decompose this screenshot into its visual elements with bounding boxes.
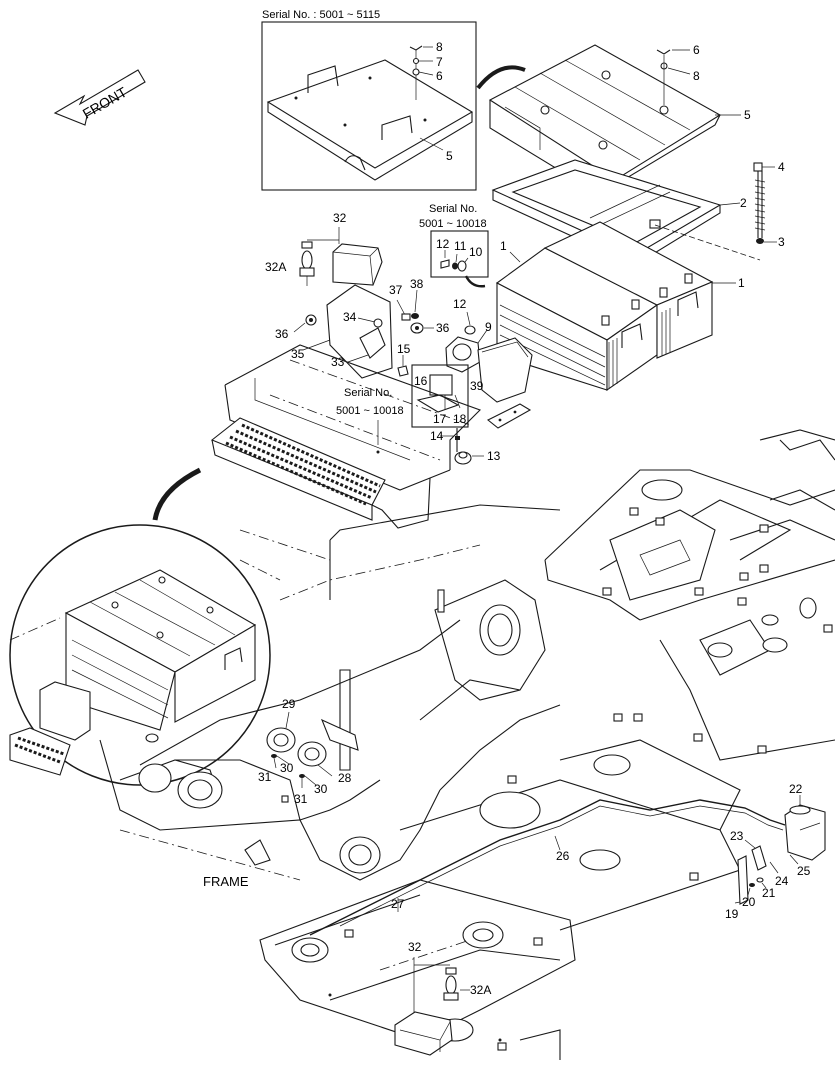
callout-26: 26 <box>556 849 570 863</box>
battery-cover: 6 8 5 <box>488 43 751 196</box>
callout-29: 29 <box>282 697 296 711</box>
callout-2: 2 <box>740 196 747 210</box>
callout-27: 27 <box>391 897 405 911</box>
callout-35: 35 <box>291 347 305 361</box>
callout-12a: 12 <box>436 237 450 251</box>
serial-top-text: Serial No. : 5001 ~ 5115 <box>262 9 380 21</box>
callout-8a: 8 <box>436 40 443 54</box>
callout-1b: 1 <box>738 276 745 290</box>
callout-33: 33 <box>331 355 345 369</box>
horn-assembly: 29 28 31 30 31 30 <box>258 697 359 806</box>
callout-31b: 31 <box>294 792 308 806</box>
callout-28: 28 <box>338 771 352 785</box>
callout-30a: 30 <box>280 761 294 775</box>
callout-22: 22 <box>789 782 803 796</box>
detail-circle <box>9 524 281 786</box>
callout-32A-b: 32A <box>470 983 491 997</box>
lamp-bracket-assembly: 32 32A 36 35 34 33 37 38 36 <box>265 211 450 379</box>
callout-7: 7 <box>436 55 443 69</box>
callout-13: 13 <box>487 449 501 463</box>
washer-tank-assembly: 22 19 23 20 21 24 25 26 27 <box>309 782 826 936</box>
battery-frame: 2 <box>491 159 747 266</box>
callout-15: 15 <box>397 342 411 356</box>
callout-21: 21 <box>762 886 776 900</box>
frame-label: FRAME <box>203 874 249 889</box>
callout-37: 37 <box>389 283 403 297</box>
callout-6a: 6 <box>436 69 443 83</box>
callout-6b: 6 <box>693 43 700 57</box>
callout-31a: 31 <box>258 770 272 784</box>
upper-structure <box>239 429 835 761</box>
callout-34: 34 <box>343 310 357 324</box>
callout-24: 24 <box>775 874 789 888</box>
callout-8b: 8 <box>693 69 700 83</box>
front-arrow-icon: FRONT <box>53 69 146 126</box>
callout-4: 4 <box>778 160 785 174</box>
callout-23: 23 <box>730 829 744 843</box>
callout-32a: 32 <box>333 211 347 225</box>
callout-11: 11 <box>454 239 467 253</box>
callout-19: 19 <box>725 907 739 921</box>
hold-down-bolt: 4 3 <box>654 160 785 261</box>
serial-mid-line1: Serial No. <box>344 387 392 399</box>
callout-16: 16 <box>414 374 428 388</box>
callout-36b: 36 <box>436 321 450 335</box>
callout-18: 18 <box>453 412 467 426</box>
serial-box-small: Serial No. 5001 ~ 10018 12 11 10 <box>419 203 489 288</box>
callout-5b: 5 <box>744 108 751 122</box>
callout-1a: 1 <box>500 239 507 253</box>
relay-assembly: 12 9 39 16 17 18 15 14 13 <box>397 297 533 465</box>
callout-12b: 12 <box>453 297 467 311</box>
serial-box-top: Serial No. : 5001 ~ 5115 8 7 6 5 <box>261 9 477 191</box>
callout-39: 39 <box>470 379 484 393</box>
callout-36a: 36 <box>275 327 289 341</box>
callout-9: 9 <box>485 320 492 334</box>
callout-30b: 30 <box>314 782 328 796</box>
callout-25: 25 <box>797 864 811 878</box>
callout-32b: 32 <box>408 940 422 954</box>
callout-38: 38 <box>410 277 424 291</box>
serial-small-line1: Serial No. <box>429 203 477 215</box>
batteries: 1 1 <box>495 221 745 392</box>
serial-mid-line2: 5001 ~ 10018 <box>336 405 404 417</box>
upper-step-platform <box>210 344 482 529</box>
lower-lamp-assembly: 32 32A <box>394 940 491 1056</box>
lower-frame <box>99 619 741 1060</box>
callout-17: 17 <box>433 412 447 426</box>
callout-10: 10 <box>469 245 483 259</box>
callout-14: 14 <box>430 429 444 443</box>
callout-20: 20 <box>742 895 756 909</box>
callout-3: 3 <box>778 235 785 249</box>
callout-32A-a: 32A <box>265 260 286 274</box>
serial-small-line2: 5001 ~ 10018 <box>419 218 487 230</box>
callout-5a: 5 <box>446 149 453 163</box>
